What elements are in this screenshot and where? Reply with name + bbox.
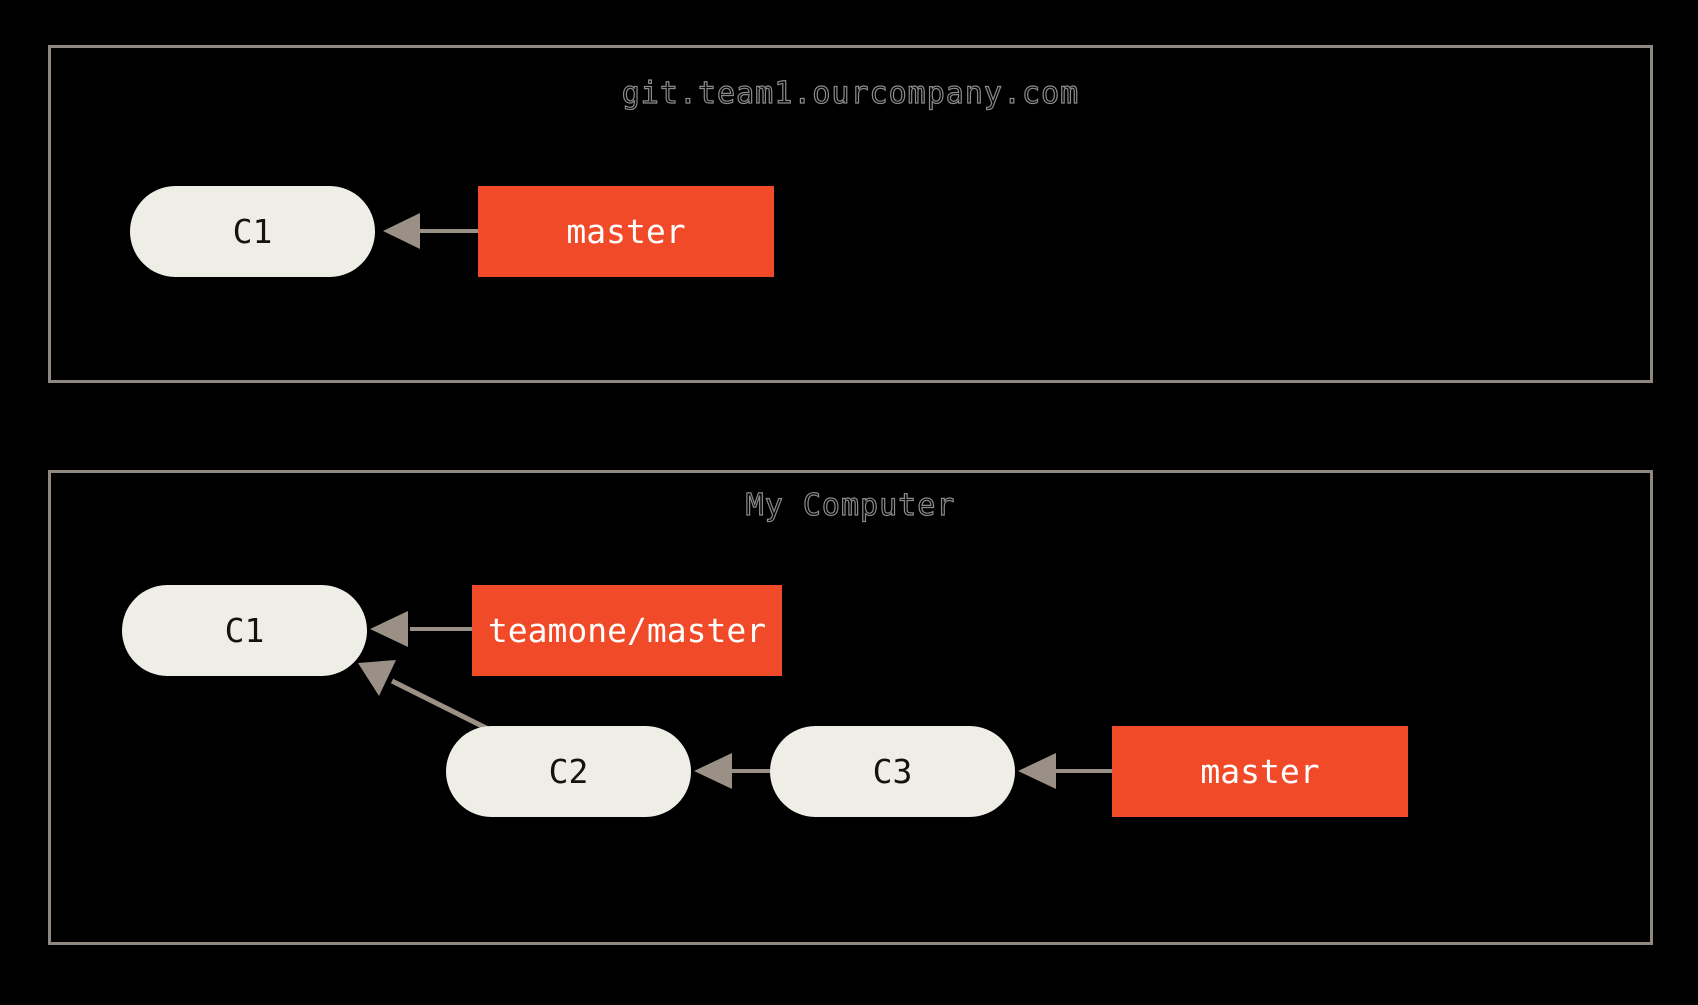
panel-my-computer: My Computer (48, 470, 1653, 945)
branch-label-text: teamone/master (487, 611, 767, 650)
branch-label-master-local[interactable]: master (1112, 726, 1408, 817)
branch-label-text: master (1200, 752, 1320, 791)
commit-label: C1 (224, 611, 265, 650)
commit-node-c1-remote[interactable]: C1 (130, 186, 375, 277)
branch-label-master-remote[interactable]: master (478, 186, 774, 277)
panel-remote-server: git.team1.ourcompany.com (48, 45, 1653, 383)
commit-node-c3[interactable]: C3 (770, 726, 1015, 817)
commit-node-c2[interactable]: C2 (446, 726, 691, 817)
branch-label-teamone-master[interactable]: teamone/master (472, 585, 782, 676)
commit-label: C1 (232, 212, 273, 251)
branch-label-text: master (566, 212, 686, 251)
panel-local-title: My Computer (745, 487, 956, 523)
commit-label: C3 (872, 752, 913, 791)
panel-remote-title: git.team1.ourcompany.com (621, 75, 1080, 111)
commit-label: C2 (548, 752, 589, 791)
commit-node-c1-local[interactable]: C1 (122, 585, 367, 676)
